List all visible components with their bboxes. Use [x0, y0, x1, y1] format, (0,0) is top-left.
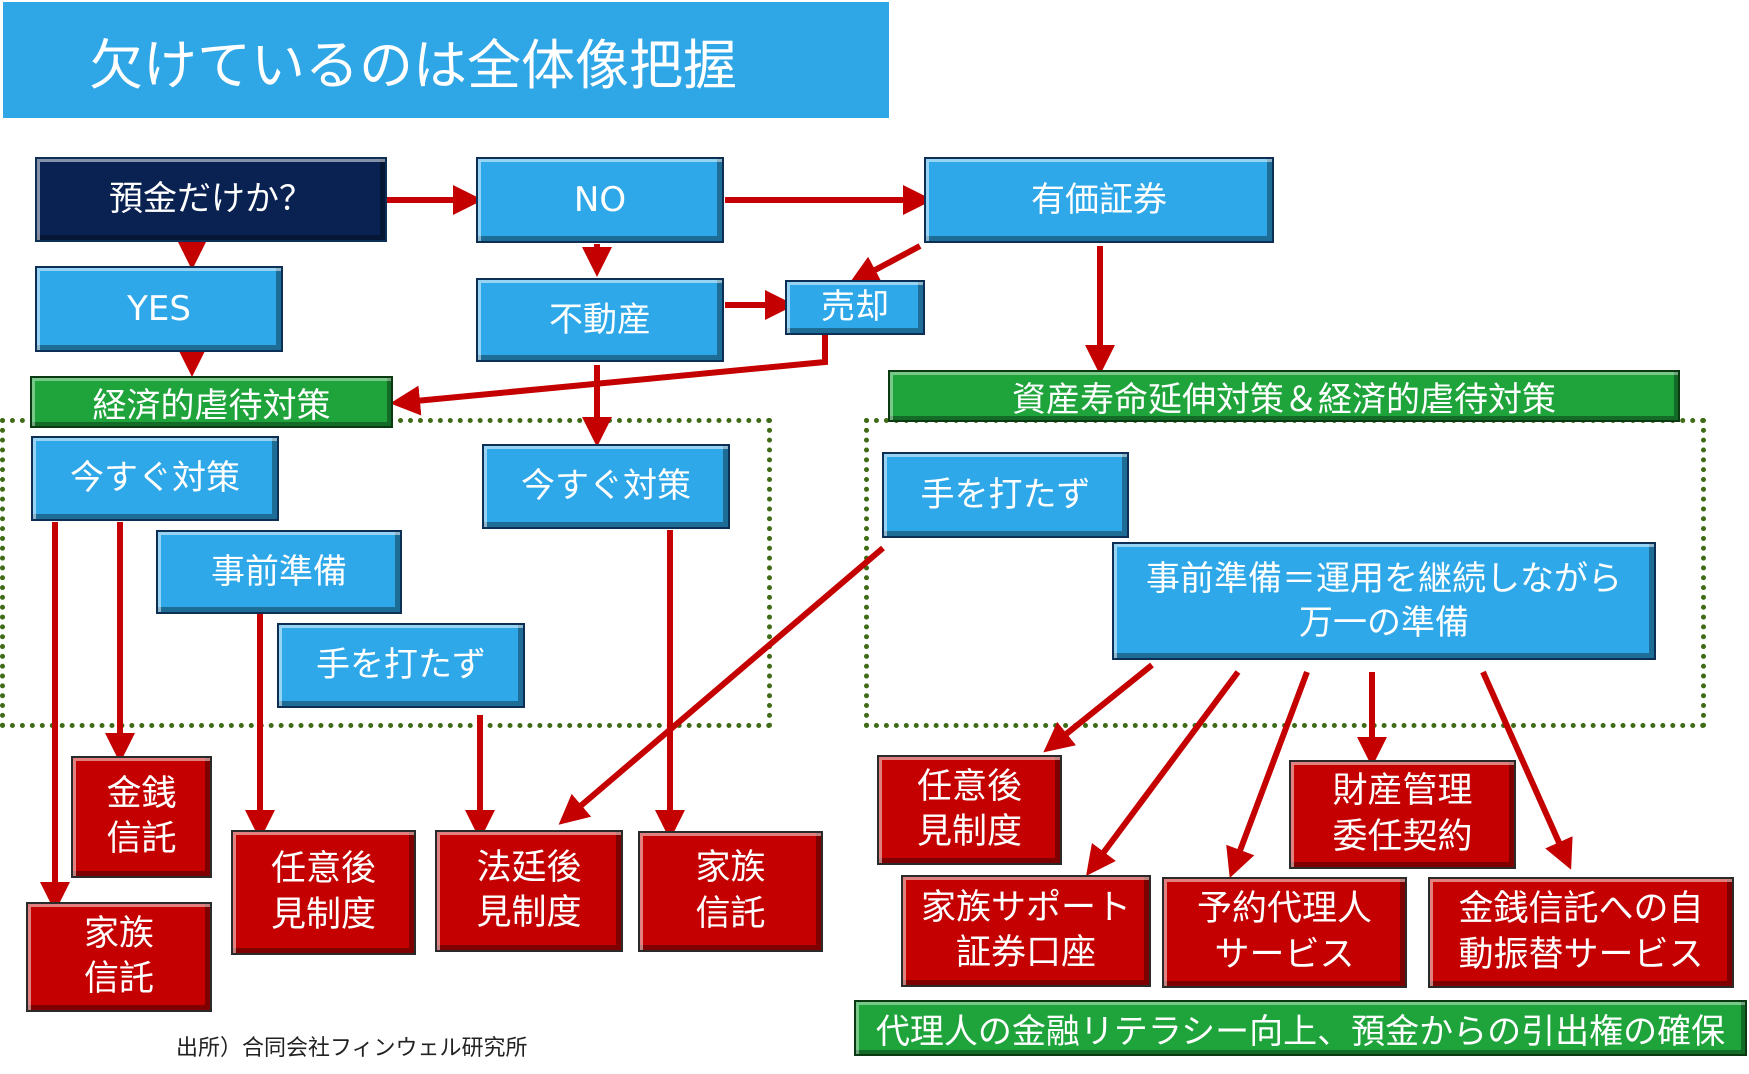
deposit-only-question-box: 預金だけか？	[35, 157, 387, 242]
voluntary-guardianship-box-left: 任意後 見制度	[231, 830, 416, 955]
reserved-agent-service-box: 予約代理人 サービス	[1162, 877, 1407, 988]
no-action-box-left: 手を打たず	[277, 623, 525, 708]
family-support-securities-account-box: 家族サポート 証券口座	[901, 875, 1151, 987]
auto-transfer-service-box: 金銭信託への自 動振替サービス	[1428, 877, 1734, 988]
property-management-contract-box: 財産管理 委任契約	[1289, 760, 1516, 869]
real-estate-box: 不動産	[476, 278, 724, 362]
economic-abuse-measures-label: 経済的虐待対策	[30, 376, 393, 428]
agent-literacy-withdrawal-rights-label: 代理人の金融リテラシー向上、預金からの引出権の確保	[854, 1000, 1747, 1056]
immediate-measures-box-middle: 今すぐ対策	[482, 444, 730, 529]
legal-guardianship-box: 法廷後 見制度	[435, 830, 623, 952]
asset-longevity-measures-label: 資産寿命延伸対策＆経済的虐待対策	[888, 370, 1680, 422]
advance-preparation-continue-investing-box: 事前準備＝運用を継続しながら 万一の準備	[1112, 542, 1656, 660]
no-box: NO	[476, 157, 724, 243]
advance-preparation-box: 事前準備	[156, 530, 402, 614]
securities-box: 有価証券	[924, 157, 1274, 243]
page-title: 欠けているのは全体像把握	[3, 2, 889, 118]
immediate-measures-box-left: 今すぐ対策	[31, 436, 279, 521]
sale-box: 売却	[785, 280, 925, 335]
yes-box: YES	[35, 266, 283, 352]
no-action-box-right: 手を打たず	[882, 452, 1129, 538]
source-note: 出所）合同会社フィンウェル研究所	[176, 1036, 528, 1061]
money-trust-box: 金銭 信託	[71, 756, 212, 878]
voluntary-guardianship-box-right: 任意後 見制度	[877, 755, 1062, 865]
family-trust-box-middle: 家族 信託	[638, 831, 823, 952]
family-trust-box-left: 家族 信託	[26, 902, 212, 1012]
